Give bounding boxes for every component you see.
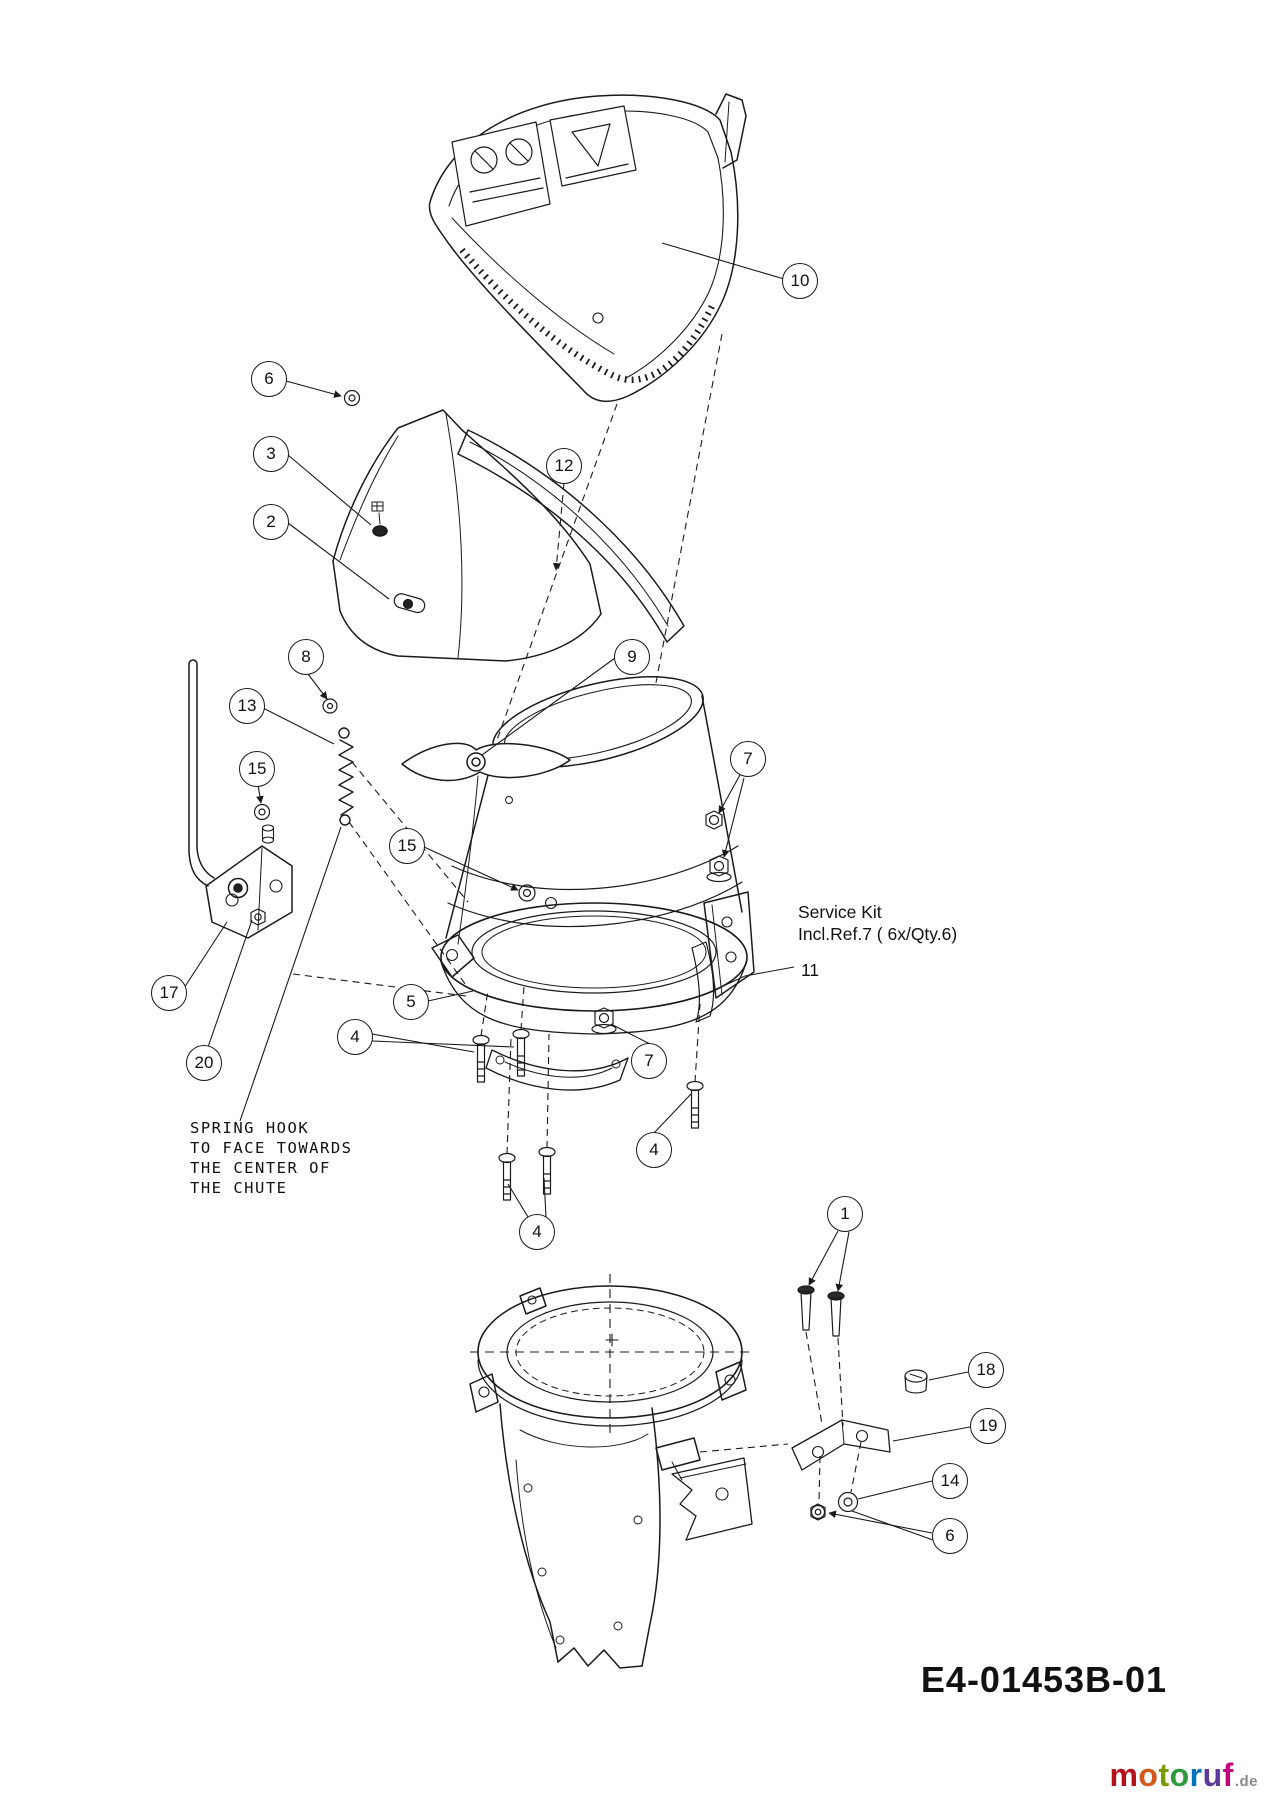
callout-balloon-18-1: 1 [827,1196,863,1232]
bolts-4 [472,1028,704,1201]
part-chute-body [401,676,755,1091]
stud [261,824,275,844]
callout-balloon-19-18: 18 [968,1352,1004,1388]
motoruf-logo-word: motoruf [1109,1757,1234,1793]
spring-note-line3: THE CENTER OF [190,1159,331,1177]
callout-balloon-6-13: 13 [229,688,265,724]
drawing-code: E4-01453B-01 [921,1659,1167,1700]
part-spring [322,698,354,826]
spring-note-line4: THE CHUTE [190,1179,288,1197]
callout-balloon-1-6: 6 [251,361,287,397]
callout-balloon-15-7: 7 [631,1043,667,1079]
callout-balloon-9-15: 15 [389,828,425,864]
callout-balloon-12-20: 20 [186,1045,222,1081]
part-mounting-flange [431,884,755,1091]
motoruf-logo-suffix: .de [1234,1773,1258,1790]
callout-balloon-2-3: 3 [253,436,289,472]
callout-balloon-5-8: 8 [288,639,324,675]
callout-balloon-16-4: 4 [636,1132,672,1168]
part-chute-liner [457,429,685,643]
part-deflector-cap [428,93,747,402]
part-bracket-assembly [188,659,293,939]
callout-balloon-20-19: 19 [970,1408,1006,1444]
service-kit-note-line2: Incl.Ref.7 ( 6x/Qty.6) [798,924,957,944]
callout-leader-lines [183,242,971,1541]
callout-balloon-3-2: 2 [253,504,289,540]
part3-symbol-icon [371,501,384,525]
washer-15-mid [518,884,536,902]
spring-note-line2: TO FACE TOWARDS [190,1139,352,1157]
bracket-19 [791,1419,891,1471]
service-kit-note-line1: Service Kit [798,902,882,922]
flange-nut-7c [591,1007,617,1035]
flange-nut-7b [706,855,732,883]
motoruf-logo: motoruf.de [1109,1757,1258,1794]
callout-balloon-7-9: 9 [614,639,650,675]
part-upper-chute-panel [332,389,602,662]
callout-balloon-4-12: 12 [546,448,582,484]
washer-15-left [253,803,271,821]
assembly-dashed-lines [292,333,862,1503]
callout-balloon-11-17: 17 [151,975,187,1011]
nut-20 [250,908,266,926]
callout-balloon-10-7: 7 [730,741,766,777]
warning-label-icon [451,121,551,227]
washer-8 [322,698,338,714]
flange-nut-7a [705,810,723,830]
callout-balloon-8-15: 15 [239,751,275,787]
rivet-pins-1 [797,1285,845,1337]
plug-18 [904,1369,928,1394]
diagram-texts: Service Kit Incl.Ref.7 ( 6x/Qty.6) 11 SP… [190,902,1167,1700]
warning-triangle-icon [549,105,637,187]
callout-balloon-17-4: 4 [519,1214,555,1250]
part2-slot-screw [393,593,426,614]
callout-balloon-14-4: 4 [337,1019,373,1055]
callout-balloon-22-6: 6 [932,1518,968,1554]
washer-nut-bottom [810,1491,859,1521]
part-vane-handle [401,742,571,782]
spring-note-line1: SPRING HOOK [190,1119,309,1137]
service-kit-ref-number: 11 [801,960,819,980]
callout-balloon-13-5: 5 [393,984,429,1020]
callout-balloon-0-10: 10 [782,263,818,299]
washer-6-top [343,389,361,407]
callout-balloon-21-14: 14 [932,1463,968,1499]
